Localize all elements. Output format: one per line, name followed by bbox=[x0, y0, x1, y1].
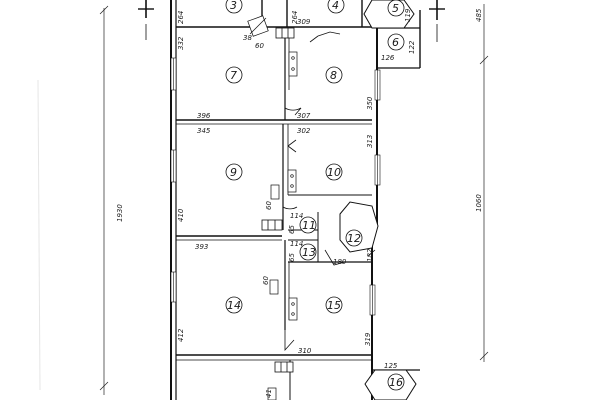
dimension-label: 182 bbox=[366, 248, 374, 262]
paper-edge-mark bbox=[37, 79, 41, 391]
room-number: 3 bbox=[230, 0, 237, 12]
dimension-label: 350 bbox=[366, 96, 374, 110]
dimension-label: 264 bbox=[177, 11, 185, 24]
dimension-label: 310 bbox=[298, 347, 312, 355]
dimension-label: 485 bbox=[475, 8, 483, 22]
dimension-label: 126 bbox=[381, 54, 395, 62]
dimension-label: 114 bbox=[290, 240, 303, 248]
room-number: 4 bbox=[332, 0, 339, 12]
dimension-label: 319 bbox=[364, 332, 372, 346]
dimension-label: 125 bbox=[384, 362, 398, 370]
room-number: 15 bbox=[327, 299, 341, 312]
room-number: 6 bbox=[392, 36, 399, 49]
dimension-label: 114 bbox=[290, 212, 303, 220]
dimension-label: 41 bbox=[265, 389, 273, 398]
dimension-label: 1060 bbox=[475, 194, 483, 212]
stove-icon bbox=[247, 15, 269, 37]
dimension-label: 410 bbox=[177, 208, 185, 222]
room-number: 14 bbox=[227, 299, 241, 312]
dimension-labels: 264 264 309 119 38 60 122 126 332 396 30… bbox=[177, 8, 416, 398]
door-swings bbox=[282, 31, 376, 352]
dimension-label: 264 bbox=[291, 11, 299, 24]
dimension-label: 396 bbox=[197, 112, 211, 120]
dimension-label: 60 bbox=[262, 276, 270, 285]
vent-block bbox=[261, 27, 295, 373]
room-number: 9 bbox=[230, 166, 237, 179]
dimension-label: 1930 bbox=[116, 204, 124, 222]
dimension-label: 65 bbox=[288, 253, 296, 262]
room-number: 7 bbox=[230, 69, 237, 82]
dimension-label: 332 bbox=[177, 36, 185, 50]
dimension-line-total bbox=[99, 5, 109, 395]
dimension-label: 302 bbox=[297, 127, 311, 135]
room-number: 13 bbox=[302, 246, 316, 259]
room-number: 12 bbox=[347, 232, 361, 245]
room-number: 11 bbox=[302, 219, 316, 232]
windows-left bbox=[170, 57, 177, 303]
dimension-label: 60 bbox=[255, 42, 264, 50]
dimension-label: 345 bbox=[197, 127, 211, 135]
dimension-label: 122 bbox=[408, 40, 416, 54]
room-number: 5 bbox=[392, 2, 399, 15]
room-markers bbox=[225, 0, 405, 391]
room-number: 16 bbox=[389, 376, 403, 389]
dimension-label: 119 bbox=[404, 8, 412, 22]
dimension-label: 65 bbox=[288, 225, 296, 234]
dimension-label: 309 bbox=[297, 18, 311, 26]
section-marker-right bbox=[429, 0, 445, 42]
dimension-label: 393 bbox=[195, 243, 208, 251]
dimension-line-right bbox=[479, 4, 489, 362]
dimension-label: 38 bbox=[243, 34, 252, 42]
dimension-label: 307 bbox=[297, 112, 311, 120]
sink-icon bbox=[267, 51, 298, 400]
dimension-label: 60 bbox=[265, 201, 273, 210]
room-number: 8 bbox=[330, 69, 337, 82]
room-number: 10 bbox=[327, 166, 341, 179]
section-marker-left bbox=[138, 0, 154, 40]
windows-right bbox=[369, 69, 381, 316]
dimension-label: 313 bbox=[366, 135, 374, 148]
dimension-label: 180 bbox=[333, 258, 347, 266]
dimension-label: 412 bbox=[177, 328, 185, 342]
